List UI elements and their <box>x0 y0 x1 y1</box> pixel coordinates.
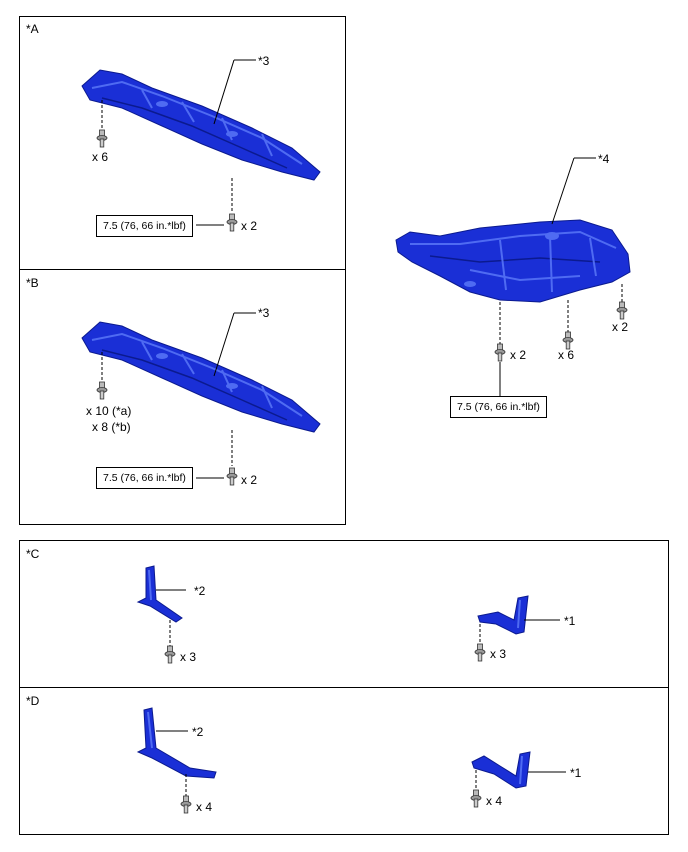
panel-a-bolt-qty-right: x 2 <box>241 219 258 233</box>
panel-c-left-qty: x 3 <box>180 650 197 664</box>
panel-b-bolt-qty-right: x 2 <box>241 473 258 487</box>
panel-d-left-bracket <box>136 707 217 779</box>
panel-b-bolt-qty-a: x 10 (*a) <box>86 404 132 418</box>
panel-b-torque-box: 7.5 (76, 66 in.*lbf) <box>96 467 193 489</box>
panel-b-bolt-qty-b: x 8 (*b) <box>92 420 131 434</box>
panel-c-left-bracket <box>136 565 183 623</box>
panel-a-torque-box: 7.5 (76, 66 in.*lbf) <box>96 215 193 237</box>
right-bolt-qty-mid: x 6 <box>558 348 575 362</box>
panel-c-left-callout: *2 <box>194 584 206 598</box>
panel-a-bolt-qty-left: x 6 <box>92 150 109 164</box>
panel-a-label: *A <box>26 22 39 36</box>
panel-c-right-bracket <box>477 595 529 635</box>
right-torque-box: 7.5 (76, 66 in.*lbf) <box>450 396 547 418</box>
panel-a-bolt-right <box>226 213 238 232</box>
right-bolt-qty-right: x 2 <box>612 320 629 334</box>
panel-b-frame <box>19 269 346 525</box>
panel-d-label: *D <box>26 694 40 708</box>
panel-d-left-qty: x 4 <box>196 800 213 814</box>
panel-d-left-callout: *2 <box>192 725 204 739</box>
panel-d-frame <box>19 687 669 835</box>
panel-b-part-callout: *3 <box>258 306 270 320</box>
panel-a-undercover-part <box>81 69 321 181</box>
right-undercover-part <box>395 219 631 303</box>
panel-c-right-qty: x 3 <box>490 647 507 661</box>
panel-b-label: *B <box>26 276 39 290</box>
panel-a-bolt-left <box>96 129 108 148</box>
panel-d-right-callout: *1 <box>570 766 582 780</box>
right-part-callout: *4 <box>598 152 610 166</box>
panel-d-right-bracket <box>471 751 531 789</box>
panel-c-right-callout: *1 <box>564 614 576 628</box>
panel-c-label: *C <box>26 547 40 561</box>
right-bolt-qty-left: x 2 <box>510 348 527 362</box>
panel-a-part-callout: *3 <box>258 54 270 68</box>
panel-d-right-qty: x 4 <box>486 794 503 808</box>
